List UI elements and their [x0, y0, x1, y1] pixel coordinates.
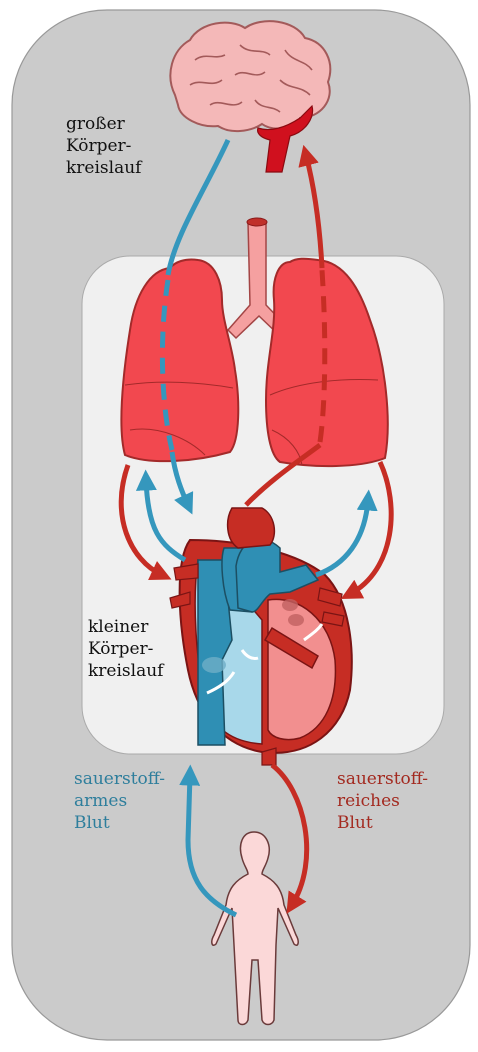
- label-pulmonary-circulation: kleiner Körper- kreislauf: [88, 616, 163, 682]
- label-deoxygenated-blood: sauerstoff- armes Blut: [74, 768, 165, 834]
- label-oxygenated-blood: sauerstoff- reiches Blut: [337, 768, 428, 834]
- label-systemic-circulation: großer Körper- kreislauf: [66, 113, 141, 179]
